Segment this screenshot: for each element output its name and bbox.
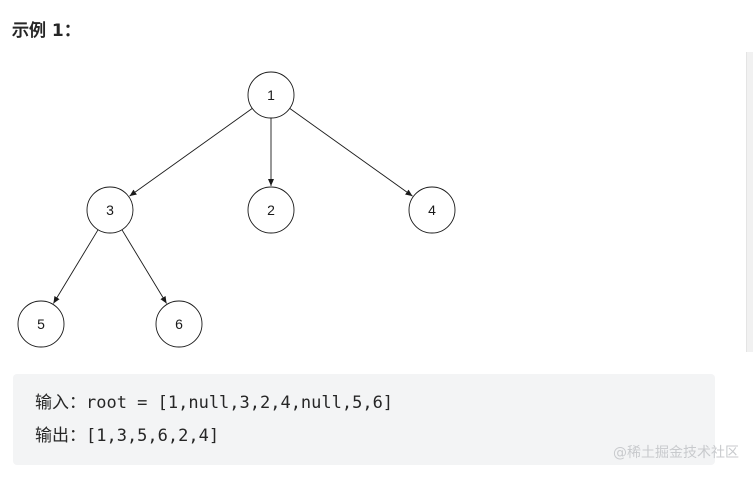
- tree-node-circle: [17, 300, 65, 348]
- tree-node-5: 5: [17, 300, 65, 348]
- example-code-block: 输入：root = [1,null,3,2,4,null,5,6] 输出：[1,…: [13, 374, 715, 465]
- tree-edge-3-5: [53, 229, 99, 304]
- tree-node-circle: [247, 71, 295, 119]
- tree-node-circle: [408, 186, 456, 234]
- tree-node-label: 4: [428, 202, 436, 218]
- tree-node-label: 3: [106, 202, 114, 218]
- tree-node-label: 5: [37, 316, 45, 332]
- tree-node-3: 3: [86, 186, 134, 234]
- tree-node-label: 6: [175, 316, 183, 332]
- scrollbar-track[interactable]: [746, 52, 753, 352]
- tree-node-2: 2: [247, 186, 295, 234]
- tree-edge-1-4: [289, 108, 413, 197]
- tree-node-label: 1: [267, 87, 275, 103]
- tree-node-1: 1: [247, 71, 295, 119]
- tree-edge-1-3: [129, 108, 253, 197]
- n-ary-tree-diagram: 1 3 2 4 5 6: [17, 71, 456, 348]
- tree-edge-3-6: [121, 229, 167, 304]
- tree-node-circle: [155, 300, 203, 348]
- tree-node-4: 4: [408, 186, 456, 234]
- tree-node-6: 6: [155, 300, 203, 348]
- tree-node-label: 2: [267, 202, 275, 218]
- watermark-text: @稀土掘金技术社区: [613, 445, 739, 461]
- example-heading: 示例 1：: [12, 21, 81, 41]
- example-input-line: 输入：root = [1,null,3,2,4,null,5,6]: [35, 393, 394, 413]
- tree-node-circle: [86, 186, 134, 234]
- example-output-line: 输出：[1,3,5,6,2,4]: [35, 426, 220, 446]
- tree-node-circle: [247, 186, 295, 234]
